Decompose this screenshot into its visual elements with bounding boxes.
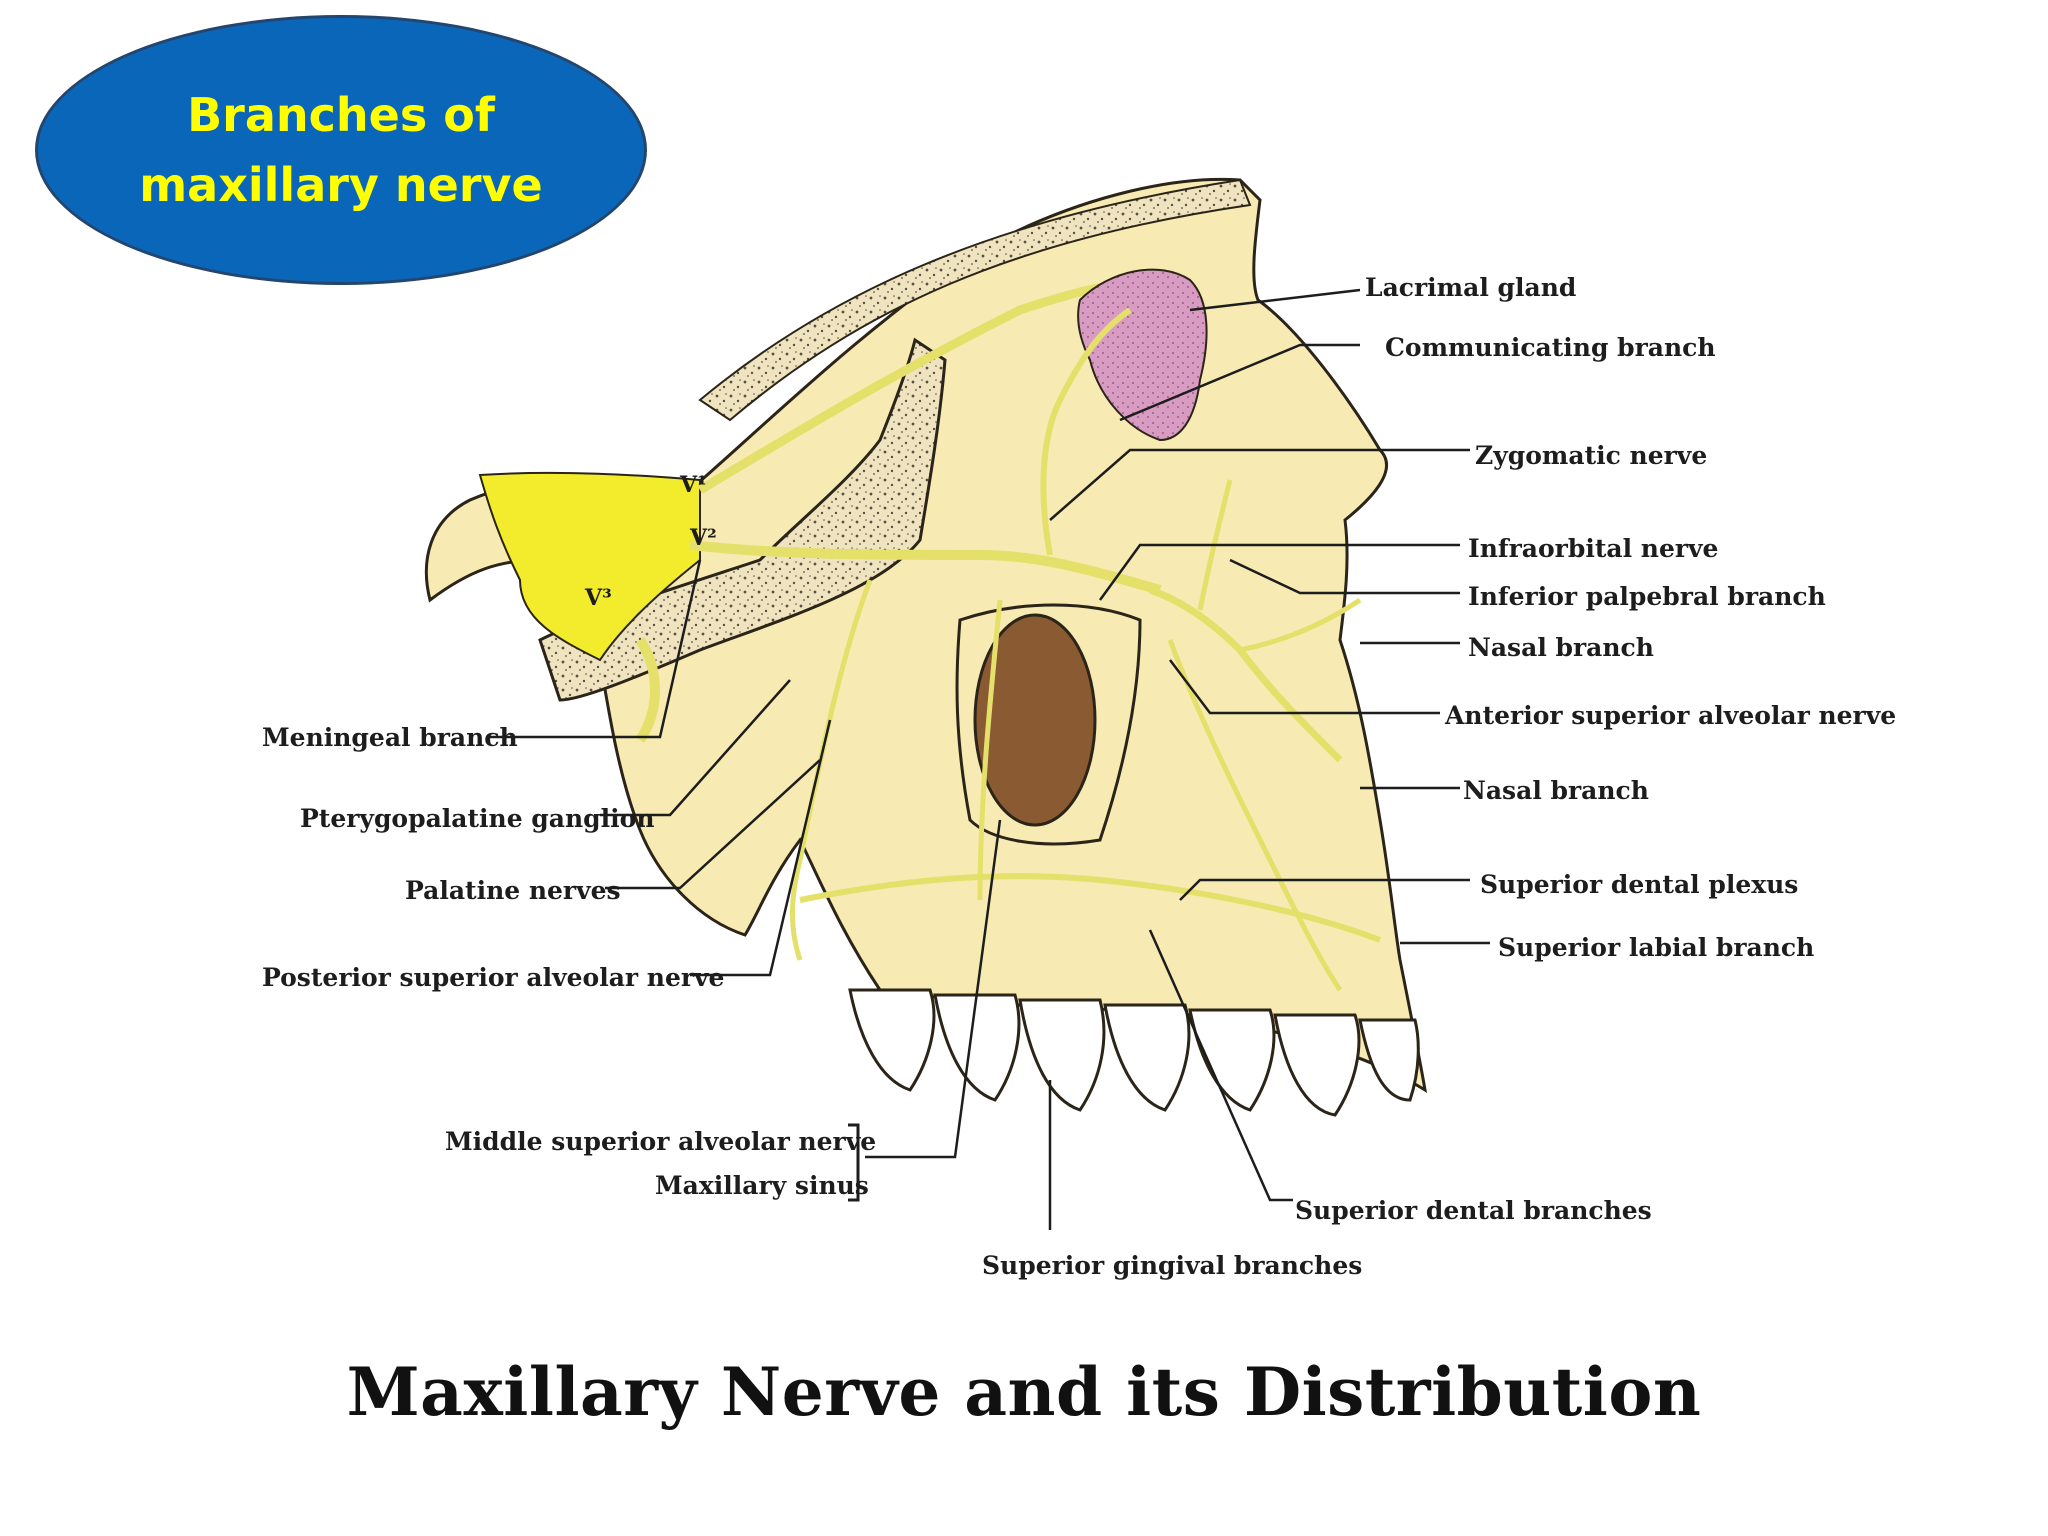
label-palatine-nerves: Palatine nerves xyxy=(405,876,621,905)
v1-label: V¹ xyxy=(679,472,707,498)
figure-caption: Maxillary Nerve and its Distribution xyxy=(346,1353,1702,1431)
title-line-2: maxillary nerve xyxy=(139,158,543,212)
teeth-row xyxy=(848,988,1420,1117)
nasal-branch-line xyxy=(1239,597,1362,653)
bracket xyxy=(848,1123,860,1202)
mandibular-nerve-v3 xyxy=(635,637,660,743)
posterior-alveolar-line xyxy=(790,579,873,961)
palpebral-branch-line xyxy=(1197,479,1233,611)
zygomatic-nerve-line xyxy=(1040,307,1132,556)
label-meningeal-branch: Meningeal branch xyxy=(262,723,518,752)
maxillary-sinus-oval xyxy=(973,613,1097,827)
label-inferior-palpebral-branch: Inferior palpebral branch xyxy=(1468,582,1826,611)
label-posterior-superior-alveolar-nerve: Posterior superior alveolar nerve xyxy=(262,963,725,992)
label-maxillary-sinus: Maxillary sinus xyxy=(655,1171,869,1200)
v2-label: V² xyxy=(689,525,717,551)
label-superior-dental-branches: Superior dental branches xyxy=(1295,1196,1652,1225)
label-superior-gingival-branches: Superior gingival branches xyxy=(982,1251,1363,1280)
maxillary-nerve-v2 xyxy=(689,540,1162,595)
sinus-window xyxy=(955,603,1142,846)
label-middle-superior-alveolar-nerve: Middle superior alveolar nerve xyxy=(445,1127,877,1156)
orbital-roof xyxy=(698,178,1252,422)
title-line-1: Branches of xyxy=(187,88,495,142)
label-lacrimal-gland: Lacrimal gland xyxy=(1365,273,1577,302)
label-communicating-branch: Communicating branch xyxy=(1385,333,1716,362)
label-infraorbital-nerve: Infraorbital nerve xyxy=(1468,534,1719,563)
label-pterygopalatine-ganglion: Pterygopalatine ganglion xyxy=(300,804,655,833)
label-nasal-branch-upper: Nasal branch xyxy=(1468,633,1654,662)
trigeminal-ganglion xyxy=(478,471,701,662)
label-superior-dental-plexus: Superior dental plexus xyxy=(1480,870,1799,899)
label-zygomatic-nerve: Zygomatic nerve xyxy=(1475,441,1708,470)
label-anterior-superior-alveolar-nerve: Anterior superior alveolar nerve xyxy=(1445,701,1897,730)
label-superior-labial-branch: Superior labial branch xyxy=(1498,933,1815,962)
middle-alveolar-line xyxy=(977,599,1003,901)
label-nasal-branch-lower: Nasal branch xyxy=(1463,776,1649,805)
superior-dental-plexus-arc xyxy=(799,873,1382,943)
anterior-alveolar-line xyxy=(1167,639,1343,992)
title-oval: Branches of maxillary nerve xyxy=(35,15,647,285)
v3-label: V³ xyxy=(584,585,612,611)
leader-lines xyxy=(490,288,1490,1230)
